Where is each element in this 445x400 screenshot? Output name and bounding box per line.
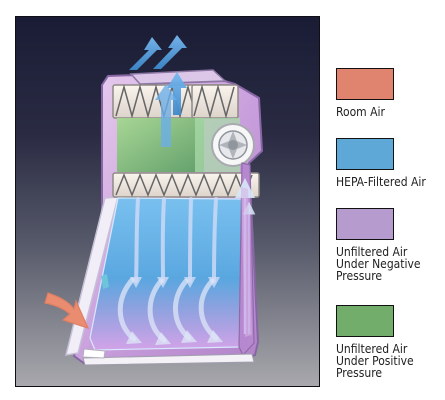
exhaust-arrows: [129, 35, 187, 147]
legend-swatch-positive-pressure-air: [336, 305, 394, 337]
downflow-arrows: [134, 197, 218, 283]
legend-item-positive-pressure-air: Unfiltered Air Under Positive Pressure: [336, 305, 436, 379]
legend-swatch-negative-pressure-air: [336, 208, 394, 240]
cabinet-airflow-svg: [44, 35, 264, 366]
legend-label-room-air: Room Air: [336, 105, 385, 119]
legend-swatch-room-air: [336, 68, 394, 100]
legend-swatch-hepa-filtered-air: [336, 138, 394, 170]
rear-inlet-marker: [101, 274, 109, 289]
front-grille: [82, 348, 106, 359]
work-area-airflow: [89, 197, 243, 351]
right-side-panel: [241, 187, 252, 337]
circulation-arrowheads: [126, 330, 223, 345]
room-air-inflow-arrow: [44, 292, 90, 329]
legend-item-hepa-filtered-air: HEPA-Filtered Air: [336, 138, 436, 188]
legend-label-positive-pressure-air: Unfiltered Air Under Positive Pressure: [336, 342, 414, 380]
legend-item-negative-pressure-air: Unfiltered Air Under Negative Pressure: [336, 208, 436, 282]
work-surface: [82, 353, 255, 366]
legend-label-negative-pressure-air: Unfiltered Air Under Negative Pressure: [336, 245, 421, 283]
upper-right-hepa-filter: [191, 84, 239, 119]
blower-fan-icon: [211, 123, 255, 167]
legend-item-room-air: Room Air: [336, 68, 436, 118]
cabinet-airflow-diagram: [15, 16, 320, 387]
upper-right-hepa-filter-pattern: [193, 84, 235, 119]
positive-pressure-plenum: [117, 118, 204, 172]
lower-hepa-filter-pattern: [115, 172, 253, 198]
legend-label-hepa-filtered-air: HEPA-Filtered Air: [336, 175, 426, 189]
